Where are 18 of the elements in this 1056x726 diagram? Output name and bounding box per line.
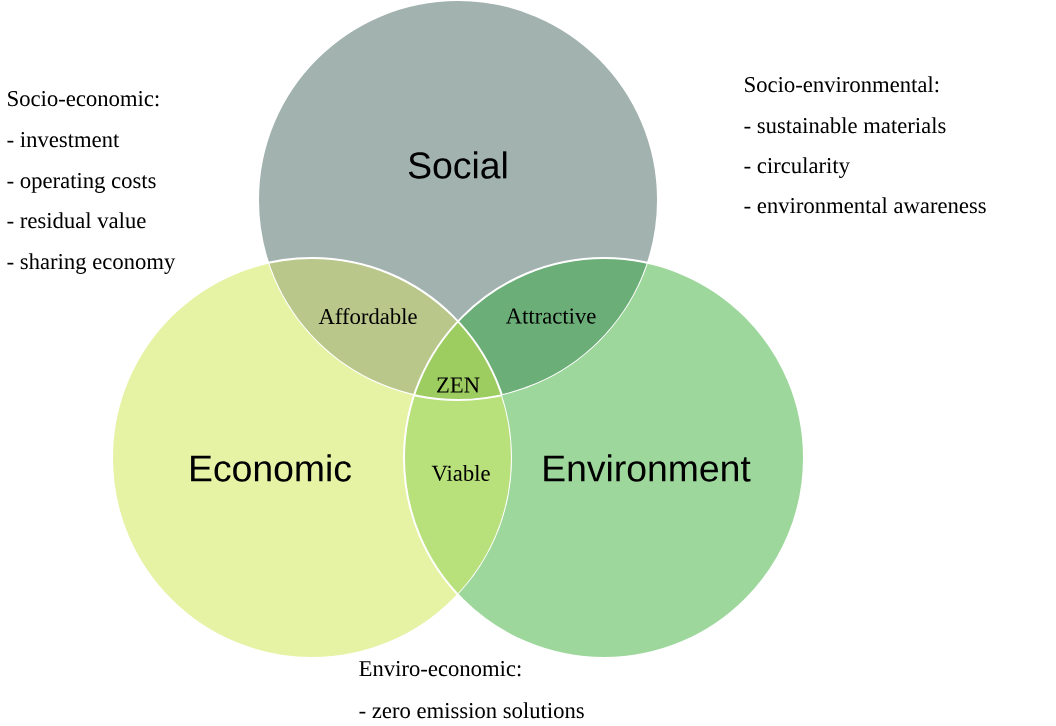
list-text: - sustainable materials [744, 117, 946, 134]
list-text: Socio-environmental: [745, 76, 939, 93]
circle-label: Social [408, 151, 507, 179]
circle-label: Economic [191, 454, 351, 482]
list-text: - sharing economy [7, 253, 176, 274]
list-text: - residual value [7, 212, 146, 229]
list-text: Socio-economic: [8, 91, 159, 107]
region-label: Attractive [505, 308, 596, 324]
list-text: - zero emission solutions [359, 702, 584, 719]
circle-label: Environment [544, 454, 751, 482]
region-label: Viable [431, 464, 490, 482]
region-label: Affordable [318, 307, 417, 325]
list-text: Enviro-economic: [359, 661, 521, 677]
list-text: - operating costs [7, 173, 156, 193]
region-label: ZEN [437, 377, 480, 393]
list-text: - circularity [744, 157, 850, 178]
list-text: - investment [7, 132, 120, 148]
list-text: - environmental awareness [744, 197, 986, 214]
